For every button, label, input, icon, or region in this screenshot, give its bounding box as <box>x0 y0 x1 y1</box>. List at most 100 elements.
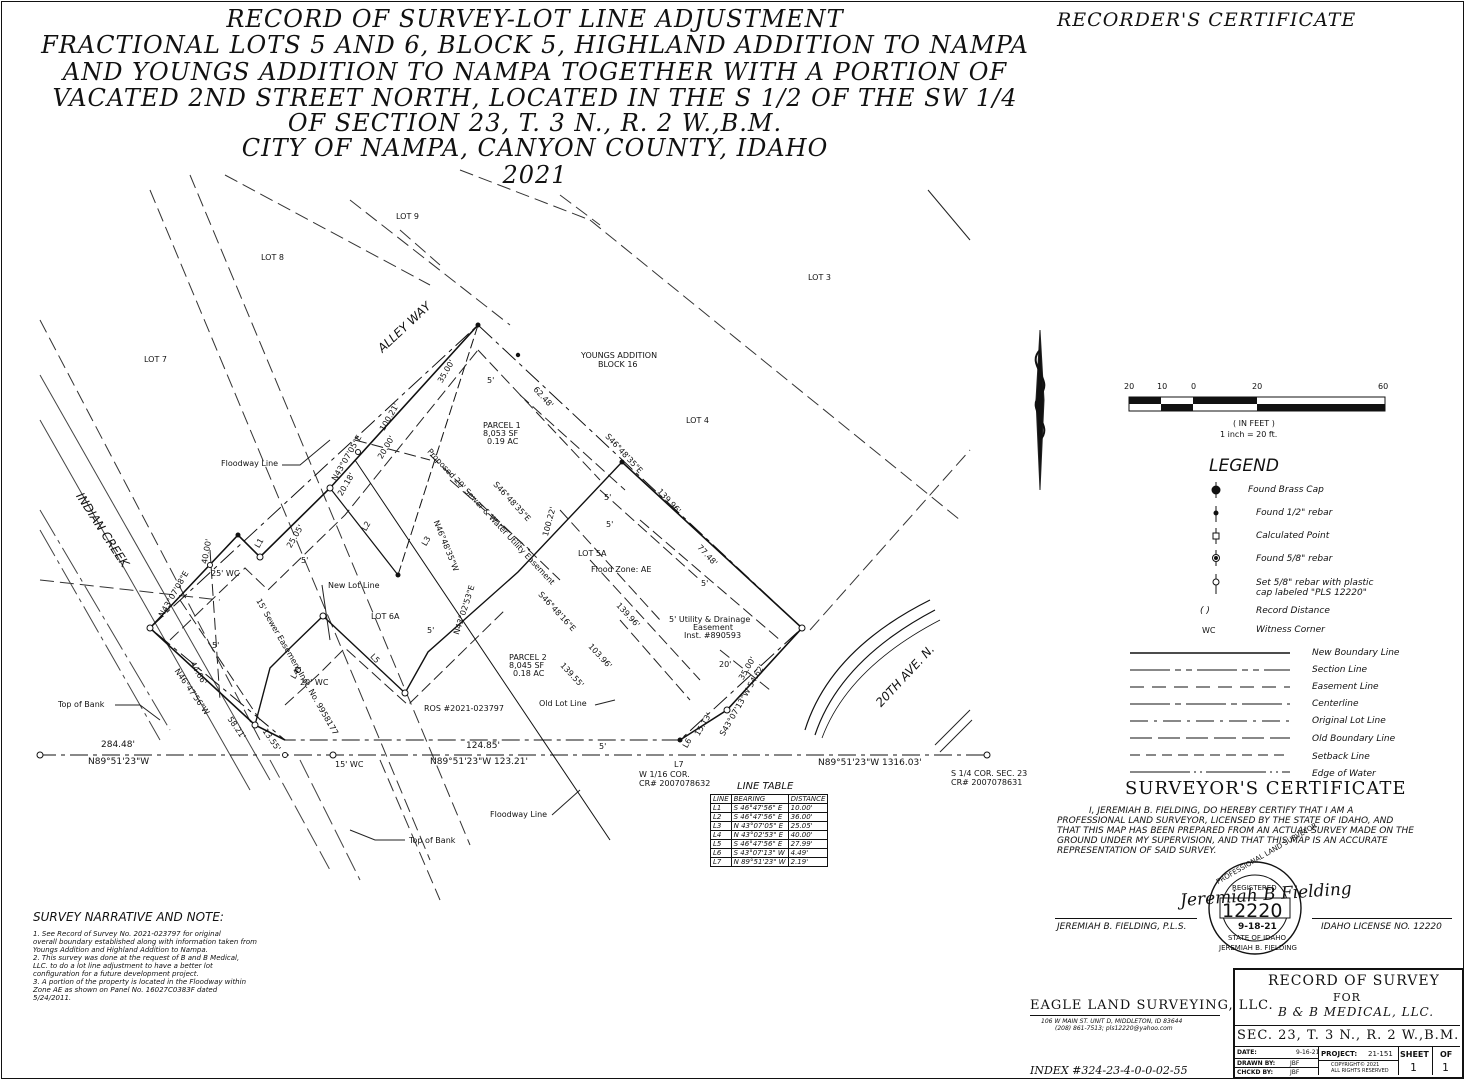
narrative-line-8: Zone AE as shown on Panel No. 16027C0383… <box>33 986 218 994</box>
label-old-lot-line: Old Lot Line <box>539 699 587 708</box>
title-block-vline-2 <box>1398 1046 1399 1075</box>
title-block-divider-1 <box>1235 1025 1460 1026</box>
title-block-divider-4 <box>1235 1067 1318 1068</box>
legend-found-five-eighths-rebar: Found 5/8" rebar <box>1256 554 1333 564</box>
legend-line-samples <box>1130 652 1290 773</box>
title-line-1: RECORD OF SURVEY-LOT LINE ADJUSTMENT <box>226 5 844 33</box>
title-line-4: VACATED 2ND STREET NORTH, LOCATED IN THE… <box>52 84 1018 112</box>
label-five-3: 5' <box>604 493 612 502</box>
title-block-project-value: 21-151 <box>1368 1050 1393 1058</box>
surveyors-certificate-line-5: REPRESENTATION OF SAID SURVEY. <box>1057 846 1217 856</box>
narrative-line-4: 2. This survey was done at the request o… <box>33 954 240 962</box>
seal-number: 12220 <box>1222 900 1283 922</box>
label-lot-4: LOT 4 <box>686 416 709 425</box>
signature-line-right <box>1312 918 1452 919</box>
scale-bar <box>1128 396 1386 412</box>
legend-section-line: Section Line <box>1312 665 1368 675</box>
company-address-1: 106 W MAIN ST. UNIT D, MIDDLETON, ID 836… <box>1041 1018 1183 1025</box>
label-new-lot-line: New Lot Line <box>328 581 380 590</box>
table-cell: L4 <box>710 830 732 840</box>
table-cell: L6 <box>710 848 732 858</box>
surveyor-seal <box>1208 861 1302 955</box>
legend-calculated-point: Calculated Point <box>1256 531 1330 541</box>
line-table-header-line: LINE <box>710 794 732 804</box>
legend-wc-symbol: WC <box>1202 626 1216 635</box>
legend-setback-line: Setback Line <box>1312 752 1370 762</box>
scale-tick-0: 0 <box>1191 382 1197 391</box>
company-underline <box>1030 1015 1220 1016</box>
label-top-of-bank-1: Top of Bank <box>58 700 105 709</box>
surveyors-certificate-line-1: I, JEREMIAH B. FIELDING, DO HEREBY CERTI… <box>1089 806 1354 816</box>
title-block-sheet-value: 1 <box>1410 1061 1417 1074</box>
table-cell: L2 <box>710 812 732 822</box>
line-table-title: LINE TABLE <box>737 781 794 792</box>
narrative-line-7: 3. A portion of the property is located … <box>33 978 247 986</box>
title-block-copyright-2: ALL RIGHTS RESERVED <box>1331 1068 1389 1074</box>
narrative-line-2: overall boundary established along with … <box>33 938 257 946</box>
table-cell: L1 <box>710 803 732 813</box>
seal-bottom-text: JEREMIAH B. FIELDING <box>1219 944 1297 952</box>
legend-old-boundary-line: Old Boundary Line <box>1312 734 1396 744</box>
label-five-1: 5' <box>487 376 495 385</box>
title-block-copyright-1: COPYRIGHT© 2021 <box>1331 1062 1380 1068</box>
legend-set-rebar-2: cap labeled "PLS 12220" <box>1256 588 1367 598</box>
label-floodway-line-2: Floodway Line <box>490 810 548 819</box>
title-block-section: SEC. 23, T. 3 N., R. 2 W.,B.M. <box>1237 1028 1460 1043</box>
table-cell: L3 <box>710 821 732 831</box>
table-cell: 40.00' <box>787 830 829 840</box>
title-line-6: CITY OF NAMPA, CANYON COUNTY, IDAHO <box>241 134 829 162</box>
title-block-divider-3 <box>1235 1058 1318 1059</box>
legend-original-lot-line: Original Lot Line <box>1312 716 1386 726</box>
label-five-4: 5' <box>701 579 709 588</box>
scale-unit-feet: ( IN FEET ) <box>1233 419 1275 428</box>
label-w16-corner: W 1/16 COR. <box>639 770 690 779</box>
legend-centerline: Centerline <box>1312 699 1359 709</box>
legend-record-distance: Record Distance <box>1256 606 1330 616</box>
title-block-drawn-value: JBF <box>1290 1060 1300 1067</box>
label-w16-cr: CR# 2007078632 <box>639 779 711 788</box>
line-table-header-bearing: BEARING <box>730 794 789 804</box>
company-name: EAGLE LAND SURVEYING, LLC. <box>1030 998 1274 1013</box>
label-five-8: 5' <box>599 742 607 751</box>
label-s14-cr: CR# 2007078631 <box>951 778 1023 787</box>
surveyors-certificate-line-3: THAT THIS MAP HAS BEEN PREPARED FROM AN … <box>1057 826 1414 836</box>
label-wc-20: 20' WC <box>300 678 329 687</box>
label-lot-6a: LOT 6A <box>371 612 400 621</box>
label-flood-zone: Flood Zone: AE <box>591 565 652 574</box>
label-dist-284: 284.48' <box>101 740 135 750</box>
seal-registered: REGISTERED <box>1232 884 1277 892</box>
legend-symbols <box>1211 482 1221 594</box>
legend-title: LEGEND <box>1209 456 1279 476</box>
label-twenty: 20' <box>719 660 732 669</box>
title-line-5: OF SECTION 23, T. 3 N., R. 2 W.,B.M. <box>287 109 783 137</box>
label-ros: ROS #2021-023797 <box>424 704 504 713</box>
title-block-date-label: DATE: <box>1237 1049 1257 1056</box>
label-parcel-2-sf: 8,045 SF <box>509 661 545 670</box>
table-cell: S 46°47'56" E <box>730 812 789 822</box>
label-dist-124: 124.85' <box>466 741 500 751</box>
label-floodway-line-1: Floodway Line <box>221 459 279 468</box>
surveyor-license: IDAHO LICENSE NO. 12220 <box>1321 922 1442 932</box>
scale-tick-20: 20 <box>1252 382 1263 391</box>
seal-date: 9-18-21 <box>1238 922 1277 932</box>
label-lot-9: LOT 9 <box>396 212 419 221</box>
title-block-date-value: 9-16-21 <box>1296 1049 1320 1056</box>
narrative-line-9: 5/24/2011. <box>33 994 72 1002</box>
table-cell: S 46°47'56" E <box>730 839 789 849</box>
table-cell: 25.05' <box>787 821 829 831</box>
label-five-7: 5' <box>427 626 435 635</box>
legend-new-boundary-line: New Boundary Line <box>1312 648 1400 658</box>
legend-found-half-rebar: Found 1/2" rebar <box>1256 508 1333 518</box>
label-wc-15: 15' WC <box>335 760 364 769</box>
table-cell: N 43°07'05" E <box>730 821 789 831</box>
table-cell: L7 <box>710 857 732 867</box>
label-parcel-2: PARCEL 2 <box>509 653 547 662</box>
scale-unit-inch: 1 inch = 20 ft. <box>1220 430 1278 439</box>
label-bearing-west: N89°51'23"W <box>88 757 150 767</box>
